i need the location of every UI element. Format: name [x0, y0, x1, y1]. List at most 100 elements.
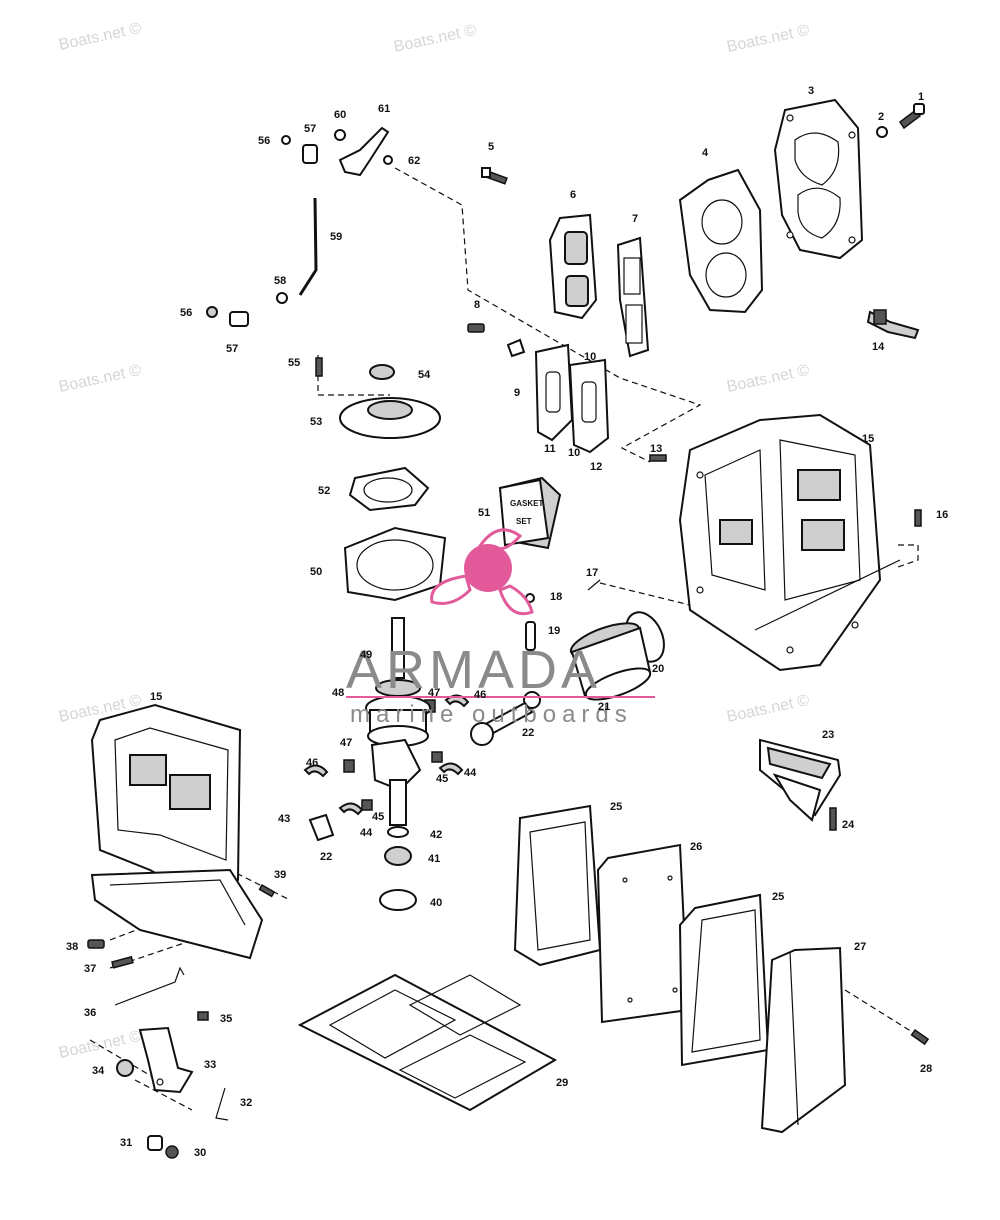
callout: 40 — [430, 897, 442, 909]
callout: 33 — [204, 1059, 216, 1071]
callout: 10 — [568, 447, 580, 459]
gasket-25b — [678, 893, 770, 1067]
callout: 4 — [702, 147, 709, 159]
screw-37 — [111, 955, 134, 969]
callout: 24 — [842, 819, 855, 831]
callout: 47 — [428, 687, 440, 699]
clip-56b — [206, 306, 218, 318]
callout: 53 — [310, 416, 322, 428]
callout: 54 — [418, 369, 431, 381]
grommet-34 — [116, 1059, 134, 1077]
gasket-set-label-2: SET — [516, 517, 532, 526]
callout: 32 — [240, 1097, 252, 1109]
screw-8 — [467, 323, 485, 333]
callout: 7 — [632, 213, 638, 225]
bushing-31 — [147, 1135, 163, 1151]
link-rod-59 — [298, 197, 318, 296]
crankshaft — [365, 617, 431, 826]
screw-39 — [258, 883, 276, 898]
callout: 45 — [372, 811, 384, 823]
callout: 21 — [598, 701, 610, 713]
callout: 17 — [586, 567, 598, 579]
bearing-half-44b — [438, 762, 464, 776]
stud-13 — [649, 454, 667, 462]
callout: 51 — [478, 507, 490, 519]
callout: 14 — [872, 341, 885, 353]
logo-hub-icon — [464, 544, 512, 592]
logo-tagline: marine outboards — [350, 701, 633, 728]
gasket-set-box: GASKET SET — [498, 476, 562, 550]
bearing-half-44a — [338, 802, 364, 816]
cam-57a — [302, 144, 318, 164]
callout: 58 — [274, 275, 286, 287]
callout: 29 — [556, 1077, 568, 1089]
callout: 36 — [84, 1007, 96, 1019]
callout: 34 — [92, 1065, 105, 1077]
callout: 6 — [570, 189, 576, 201]
screw-35 — [197, 1011, 209, 1021]
callout: 45 — [436, 773, 448, 785]
side-cover — [760, 946, 847, 1134]
bracket-33 — [138, 1026, 194, 1094]
callout: 49 — [360, 649, 372, 661]
roller-45a — [361, 799, 373, 811]
callout: 11 — [544, 443, 556, 455]
screw-28 — [910, 1028, 930, 1046]
spark-plug — [866, 309, 920, 340]
callout: 41 — [428, 853, 440, 865]
callout: 46 — [474, 689, 486, 701]
bearing-41 — [384, 846, 412, 866]
bolt-5 — [481, 167, 508, 185]
cam-57b — [229, 311, 249, 327]
callout: 22 — [522, 727, 534, 739]
nut-30 — [165, 1145, 179, 1159]
callout: 56 — [258, 135, 270, 147]
retainer-plate — [339, 397, 441, 439]
screw-24 — [829, 807, 837, 831]
callout: 18 — [550, 591, 562, 603]
head-bolt — [898, 103, 925, 130]
watermark: Boats.net © — [392, 22, 478, 56]
ring-42 — [387, 826, 409, 838]
cylinder-head-cover — [773, 98, 864, 260]
base-gasket — [297, 973, 558, 1112]
gasket-25a — [513, 804, 602, 967]
seal-54 — [369, 364, 395, 380]
pin-17 — [587, 579, 601, 591]
callout: 20 — [652, 663, 664, 675]
gasket-50 — [343, 526, 447, 602]
callout: 57 — [304, 123, 316, 135]
callout: 27 — [854, 941, 866, 953]
callout: 37 — [84, 963, 96, 975]
callout: 47 — [340, 737, 352, 749]
wrist-pin — [525, 621, 536, 651]
callout: 44 — [360, 827, 373, 839]
callout: 13 — [650, 443, 662, 455]
callout: 9 — [514, 387, 520, 399]
callouts: 1 2 3 4 5 6 7 8 9 10 10 11 12 13 14 15 1… — [66, 85, 948, 1159]
callout: 50 — [310, 566, 322, 578]
plate-gasket — [616, 236, 650, 358]
callout: 59 — [330, 231, 342, 243]
nut-58 — [276, 292, 288, 304]
piston — [569, 622, 652, 701]
callout: 61 — [378, 103, 390, 115]
gasket-set-label-1: GASKET — [510, 499, 543, 508]
head-gasket — [678, 168, 764, 314]
callout: 5 — [488, 141, 494, 153]
roller-47a — [343, 759, 355, 773]
nut-60 — [334, 129, 346, 141]
callout: 10 — [584, 351, 596, 363]
callout: 57 — [226, 343, 238, 355]
bolt-55 — [315, 357, 323, 377]
callout: 2 — [878, 111, 884, 123]
callout: 25 — [772, 891, 784, 903]
callout: 30 — [194, 1147, 206, 1159]
logo-name: ARMADA — [346, 640, 601, 700]
screw-38 — [87, 939, 105, 949]
gasket-52 — [348, 466, 430, 512]
watermark: Boats.net © — [725, 692, 811, 726]
watermark: Boats.net © — [57, 20, 143, 54]
armada-logo: ARMADA marine outboards — [346, 528, 655, 728]
bearing-half-46a — [303, 764, 329, 778]
